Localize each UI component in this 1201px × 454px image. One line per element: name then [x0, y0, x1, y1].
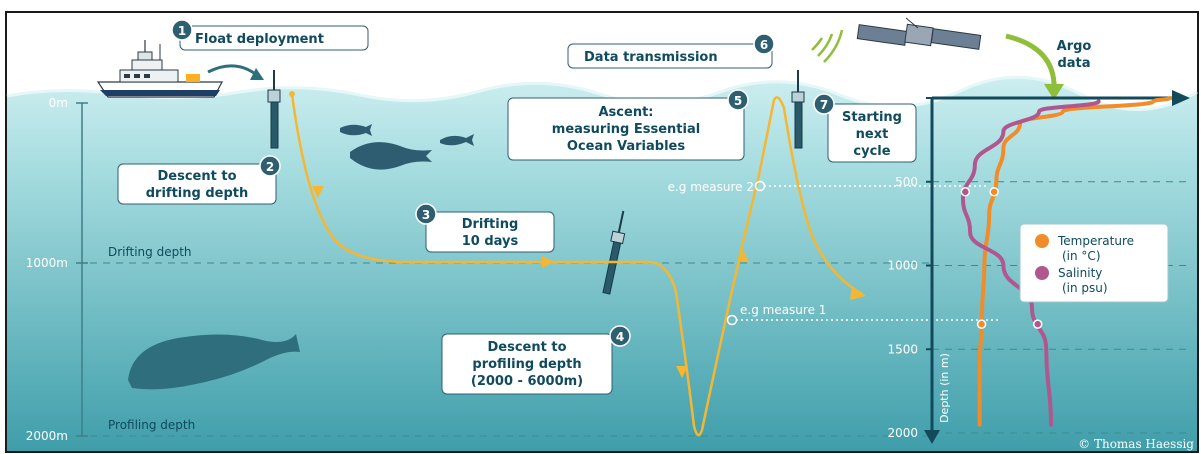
measure-1-point-temperature: [976, 319, 987, 329]
step-badge-4: 4: [609, 325, 631, 347]
trajectory-arrow-5: [850, 286, 866, 300]
svg-text:3: 3: [422, 208, 430, 222]
float-trajectory: [290, 93, 863, 437]
profile-tick-label-2000: 2000: [887, 426, 918, 440]
profile-tick-label-1500: 1500: [887, 342, 918, 356]
step-badge-3: 3: [415, 203, 437, 225]
starting-next-cycle-line-1: Starting: [842, 110, 902, 125]
drifting-callout: Drifting 10 days: [425, 211, 555, 253]
ascent-line-2: measuring Essential: [552, 122, 700, 137]
measure-1-point-salinity: [1032, 319, 1043, 329]
svg-text:4: 4: [616, 330, 624, 344]
step-badge-2: 2: [259, 155, 281, 177]
starting-next-cycle-callout: Starting next cycle: [827, 103, 917, 163]
profile-tick-label-500: 500: [895, 175, 918, 189]
sea-surface: [6, 75, 1198, 111]
ship-icon: [96, 40, 223, 98]
legend-label-salinity: Salinity: [1058, 266, 1102, 280]
measure-1-marker: [726, 314, 738, 326]
measure-2-marker: [754, 180, 766, 192]
step-badge-5: 5: [727, 89, 749, 111]
series-line-temperature: [977, 96, 1172, 427]
descent-drifting-line-2: drifting depth: [146, 186, 248, 201]
left-tick-0m: 0m: [49, 96, 68, 110]
profile-tick-label-0: 0: [910, 91, 918, 105]
data-transmission-callout: Data transmission: [567, 43, 773, 69]
argo-data-arrow: [1005, 33, 1057, 91]
profile-chart: 0 500 1000 1500 2000 Depth (in m) Temperatur…: [887, 90, 1192, 444]
measure-2-point-temperature: [989, 187, 999, 197]
argo-data-line-1: Argo: [1057, 39, 1092, 54]
descent-profiling-line-3: (2000 - 6000m): [471, 374, 583, 389]
trajectory-arrow-2: [542, 256, 554, 268]
trajectory-arrow-3: [676, 366, 688, 378]
profile-legend: Temperature (in °C) Salinity (in psu): [1019, 223, 1169, 303]
drifting-depth-label: Drifting depth: [108, 245, 192, 259]
step-badge-1: 1: [171, 19, 193, 41]
profiling-depth-label: Profiling depth: [108, 418, 195, 432]
descent-profiling-callout: Descent to profiling depth (2000 - 6000m…: [441, 333, 613, 395]
float-deployment-callout: Float deployment: [179, 25, 369, 51]
profile-tick-label-1000: 1000: [887, 259, 918, 273]
drifting-line-1: Drifting: [462, 217, 519, 232]
descent-profiling-line-2: profiling depth: [472, 357, 581, 372]
measure-1-label: e.g measure 1: [740, 303, 826, 317]
ocean: [7, 77, 1197, 452]
profile-y-axis-label: Depth (in m): [938, 353, 951, 423]
ascent-line-1: Ascent:: [599, 105, 654, 120]
trajectory-arrow-1: [312, 186, 324, 198]
descent-drifting-callout: Descent to drifting depth: [117, 163, 277, 205]
ascent-callout: Ascent: measuring Essential Ocean Variab…: [507, 97, 745, 161]
ascent-line-3: Ocean Variables: [567, 139, 685, 154]
descent-drifting-line-1: Descent to: [157, 169, 236, 184]
legend-unit-temperature: (in °C): [1062, 249, 1101, 263]
svg-text:7: 7: [820, 98, 828, 112]
legend-box: [1019, 223, 1169, 303]
argo-data-line-2: data: [1057, 56, 1090, 71]
signal-waves-icon: [811, 29, 844, 63]
descent-profiling-line-1: Descent to: [487, 340, 566, 355]
starting-next-cycle-line-2: next: [856, 127, 889, 142]
legend-swatch-salinity: [1035, 266, 1049, 280]
step-badge-6: 6: [753, 33, 775, 55]
profile-measure-markers: [960, 187, 1043, 329]
svg-text:6: 6: [760, 38, 768, 52]
svg-text:5: 5: [734, 94, 742, 108]
left-tick-1000m: 1000m: [26, 256, 68, 270]
series-line-salinity: [960, 99, 1101, 427]
trajectory-arrow-4: [737, 250, 749, 262]
legend-unit-salinity: (in psu): [1062, 281, 1108, 295]
data-transmission-label: Data transmission: [584, 50, 718, 65]
satellite-icon: [856, 17, 982, 50]
profile-series: [960, 96, 1172, 427]
float-deployment-label: Float deployment: [195, 32, 324, 47]
measure-2-point-salinity: [960, 187, 971, 197]
drifting-line-2: 10 days: [462, 234, 519, 249]
measure-2-label: e.g measure 2: [668, 180, 754, 194]
step-badge-7: 7: [813, 93, 835, 115]
credit-text: © Thomas Haessig: [1078, 437, 1194, 451]
float-icon-transmission: [791, 70, 805, 149]
profile-x-axis-arrowhead: [1172, 90, 1190, 106]
left-tick-2000m: 2000m: [26, 429, 68, 443]
float-icon-deployment: [267, 70, 281, 149]
fish-icon: [340, 124, 474, 170]
svg-text:2: 2: [266, 160, 274, 174]
legend-label-temperature: Temperature: [1057, 234, 1134, 248]
profile-ticks: 0 500 1000 1500 2000: [887, 91, 932, 440]
legend-swatch-temperature: [1035, 234, 1049, 248]
whale-icon: [128, 334, 300, 390]
svg-text:1: 1: [178, 24, 186, 38]
starting-next-cycle-line-3: cycle: [853, 144, 890, 159]
float-icon-drifting: [602, 210, 626, 295]
